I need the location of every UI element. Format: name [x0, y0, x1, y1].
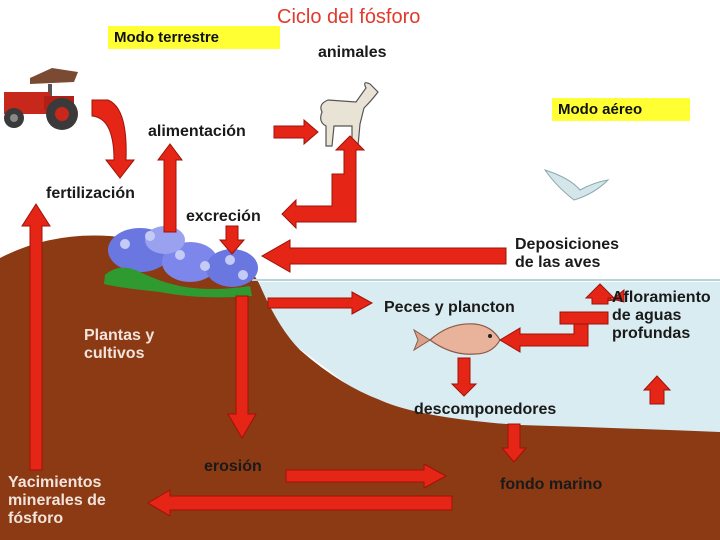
tractor-icon [4, 68, 78, 130]
label-animals: animales [318, 44, 386, 62]
land-mode-badge: Modo terrestre [108, 26, 280, 49]
label-mineral-deposits: Yacimientos minerales de fósforo [8, 474, 106, 528]
label-fish-plankton: Peces y plancton [384, 299, 515, 317]
label-upwelling: Afloramiento de aguas profundas [612, 289, 720, 343]
label-excretion: excreción [186, 208, 261, 226]
label-fertilization: fertilización [46, 185, 135, 203]
label-feeding: alimentación [148, 123, 246, 141]
label-bird-deposits: Deposiciones de las aves [515, 236, 619, 272]
air-mode-badge: Modo aéreo [552, 98, 690, 121]
label-decomposers: descomponedores [414, 401, 556, 419]
arrow-bird-deposits-to-land [262, 240, 506, 272]
label-sea-floor: fondo marino [500, 476, 602, 494]
arrow-tractor-to-fertilization [92, 100, 134, 178]
label-plants: Plantas y cultivos [84, 327, 154, 363]
bird-icon [545, 170, 608, 200]
arrow-excretion-to-plants [220, 226, 244, 254]
arrow-up-to-feeding [158, 144, 182, 232]
diagram-title: Ciclo del fósforo [277, 6, 420, 29]
arrow-feeding-to-animals [274, 120, 318, 144]
label-erosion: erosión [204, 458, 262, 476]
arrow-animals-to-excretion [282, 136, 364, 228]
